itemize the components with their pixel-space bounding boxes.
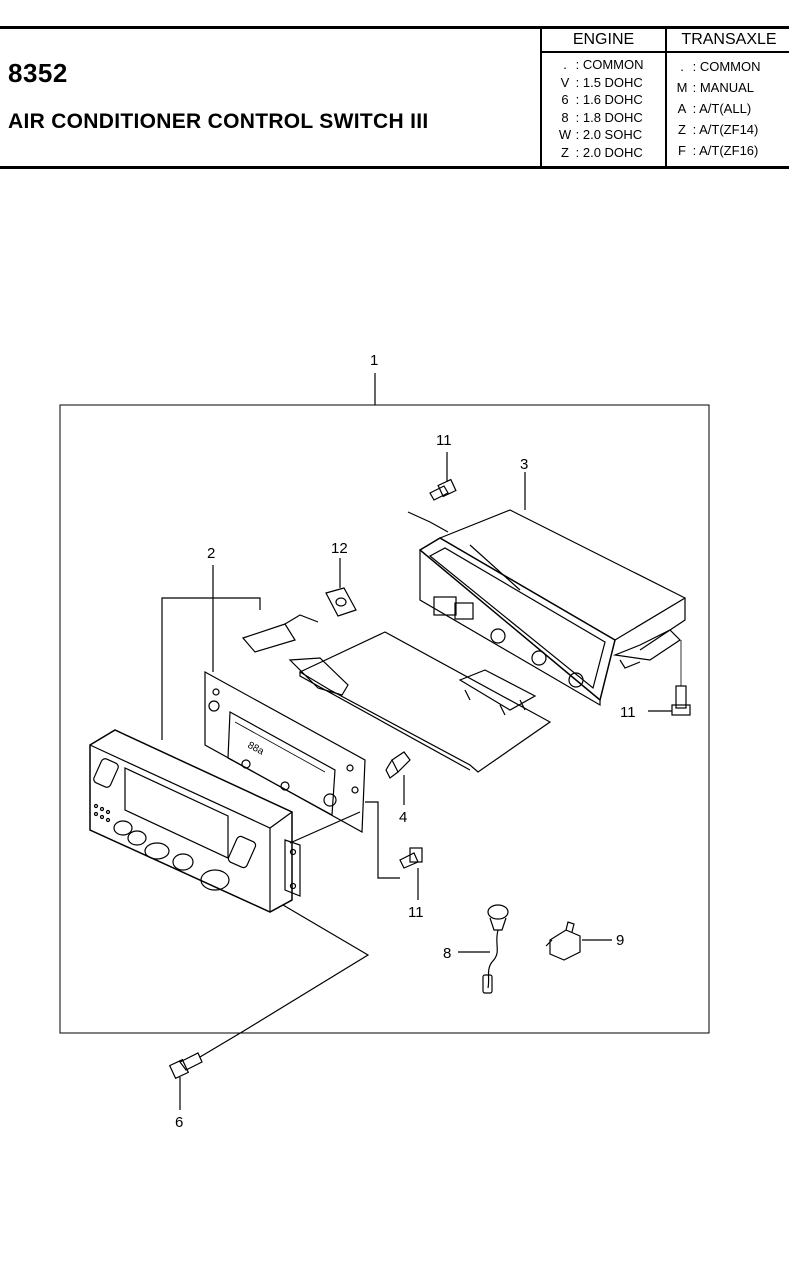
bracket-4-11	[365, 801, 400, 879]
part-4-pin	[385, 751, 411, 779]
engine-row: 8 : 1.8 DOHC	[542, 109, 665, 127]
transaxle-row: . : COMMON	[667, 56, 789, 77]
engine-row: Z : 2.0 DOHC	[542, 144, 665, 162]
callout-11-right: 11	[620, 704, 636, 721]
engine-code: W	[558, 127, 572, 143]
circuit-board	[288, 631, 552, 773]
callout-3: 3	[520, 456, 528, 473]
transaxle-row: Z : A/T(ZF14)	[667, 119, 789, 140]
engine-row: 6 : 1.6 DOHC	[542, 91, 665, 109]
callout-6: 6	[175, 1114, 183, 1131]
header-rule-bottom	[0, 166, 789, 169]
engine-label: : 2.0 SOHC	[575, 127, 643, 143]
transaxle-label: : MANUAL	[692, 80, 755, 95]
engine-code: 8	[561, 109, 569, 125]
leader-6-path	[199, 904, 370, 1058]
screw-6	[168, 1052, 203, 1080]
part-12-pad	[325, 587, 357, 617]
screw-11-right	[671, 685, 691, 716]
callout-11-top: 11	[436, 432, 452, 449]
callout-2: 2	[207, 545, 215, 562]
engine-code: Z	[561, 144, 569, 160]
transaxle-code: M	[676, 80, 688, 95]
engine-label: : 1.6 DOHC	[575, 92, 643, 108]
transaxle-code: Z	[678, 122, 686, 137]
callout-9: 9	[616, 932, 624, 949]
transaxle-code: A	[677, 101, 687, 116]
engine-code: 6	[561, 92, 569, 108]
transaxle-code: F	[678, 143, 686, 158]
transaxle-row: F : A/T(ZF16)	[667, 140, 789, 161]
engine-heading: ENGINE	[542, 28, 665, 53]
engine-row: W : 2.0 SOHC	[542, 126, 665, 144]
transaxle-row: M : MANUAL	[667, 77, 789, 98]
connector-line	[289, 811, 361, 844]
engine-row: . : COMMON	[542, 56, 665, 74]
callout-11-bottom: 11	[408, 904, 424, 921]
part-8-bulb	[482, 904, 509, 994]
screw-11-bottom	[399, 847, 423, 869]
leader-11-top-path	[407, 511, 449, 533]
transaxle-code: .	[680, 59, 684, 74]
transaxle-label: : A/T(ALL)	[692, 101, 752, 116]
bracket-panel	[161, 597, 261, 740]
transaxle-heading: TRANSAXLE	[667, 28, 789, 53]
screw-11-top	[429, 478, 457, 501]
callout-1: 1	[370, 352, 378, 369]
page-title: AIR CONDITIONER CONTROL SWITCH III	[8, 110, 429, 133]
part-9-socket	[545, 921, 581, 961]
callout-4: 4	[399, 809, 407, 826]
callout-12: 12	[331, 540, 348, 557]
part-2-bracket	[204, 670, 366, 833]
part-number: 8352	[8, 58, 68, 88]
transaxle-row: A : A/T(ALL)	[667, 98, 789, 119]
display-readout: 88a	[246, 740, 266, 758]
assembly-box	[59, 404, 710, 1034]
transaxle-label: : A/T(ZF16)	[692, 143, 759, 158]
engine-code: .	[563, 57, 567, 72]
engine-code: V	[560, 74, 570, 90]
sensor-strip	[241, 614, 319, 653]
part-3-housing	[418, 509, 687, 707]
transaxle-label: : A/T(ZF14)	[692, 122, 759, 137]
engine-row: V : 1.5 DOHC	[542, 74, 665, 92]
faceplate	[89, 729, 301, 913]
engine-label: : COMMON	[575, 57, 644, 72]
callout-8: 8	[443, 945, 451, 962]
engine-label: : 1.5 DOHC	[575, 74, 643, 90]
transaxle-label: : COMMON	[692, 59, 761, 74]
engine-label: : 1.8 DOHC	[575, 109, 643, 125]
engine-label: : 2.0 DOHC	[575, 144, 643, 160]
header-rule-top	[0, 26, 789, 29]
